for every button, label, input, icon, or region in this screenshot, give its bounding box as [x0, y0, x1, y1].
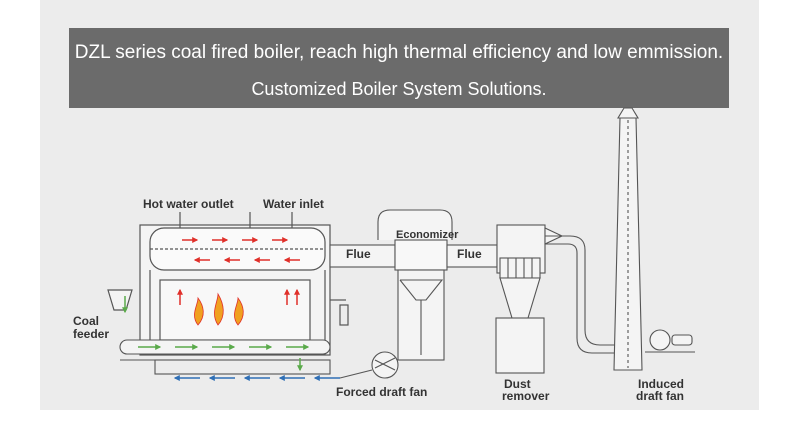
coal-feed-arrows: [122, 296, 310, 372]
label-coal: Coal: [73, 314, 99, 328]
hot-water-arrows: [177, 237, 300, 305]
label-forced-draft-fan: Forced draft fan: [336, 385, 427, 399]
label-remover: remover: [502, 389, 550, 403]
label-hot-water-outlet: Hot water outlet: [143, 197, 234, 211]
label-water-inlet: Water inlet: [263, 197, 324, 211]
induced-duct: [545, 235, 640, 354]
label-draft-fan: draft fan: [636, 389, 684, 403]
banner-line-1: DZL series coal fired boiler, reach high…: [74, 42, 724, 63]
title-banner: DZL series coal fired boiler, reach high…: [69, 28, 729, 108]
banner-line-2: Customized Boiler System Solutions.: [251, 79, 547, 99]
label-dust: Dust: [504, 377, 531, 391]
label-feeder: feeder: [73, 327, 109, 341]
forced-draft-fan: [339, 351, 399, 379]
boiler-body: [107, 212, 349, 356]
label-flue-right: Flue: [457, 247, 482, 261]
dust-remover: [495, 224, 564, 374]
label-economizer: Economizer: [396, 229, 459, 241]
label-flue-left: Flue: [346, 247, 371, 261]
chain-grate: [119, 339, 331, 375]
label-induced: Induced: [638, 377, 684, 391]
chimney: [613, 107, 643, 371]
flames: [194, 292, 244, 326]
economizer: [377, 209, 453, 361]
induced-draft-fan: [645, 329, 695, 353]
